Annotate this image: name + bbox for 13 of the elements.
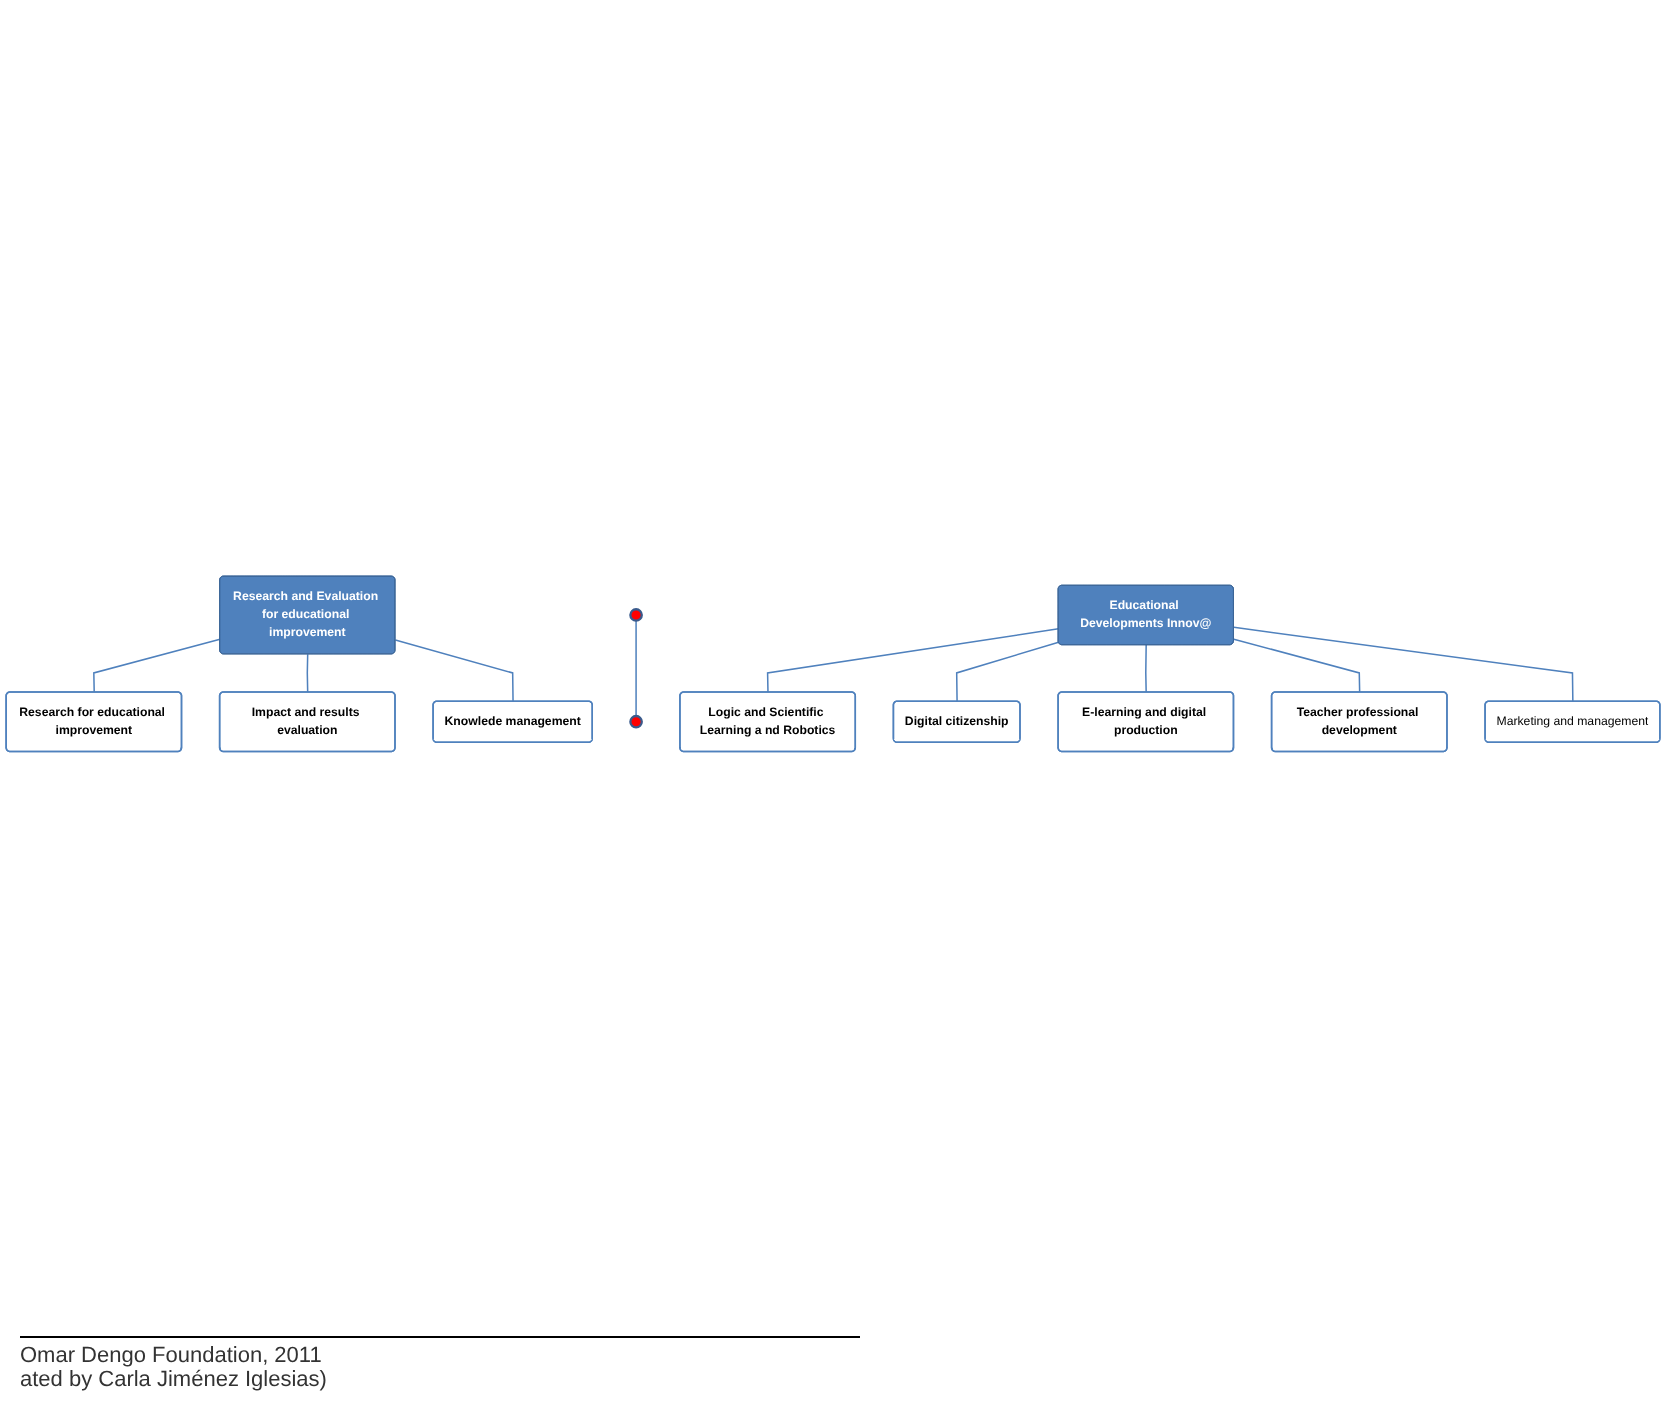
connector [635, 620, 637, 717]
connector [1233, 626, 1574, 703]
source-note: ated by Carla Jiménez Iglesias) [20, 1368, 329, 1392]
connector [1233, 638, 1361, 694]
connector [766, 628, 1060, 694]
node-circle [629, 608, 643, 623]
connector [955, 641, 1060, 703]
node-circle [629, 715, 643, 729]
connector [394, 639, 514, 703]
source-note: Omar Dengo Foundation, 2011 [20, 1344, 324, 1368]
connector [93, 638, 221, 694]
connector [1145, 644, 1147, 694]
connector [306, 653, 309, 694]
